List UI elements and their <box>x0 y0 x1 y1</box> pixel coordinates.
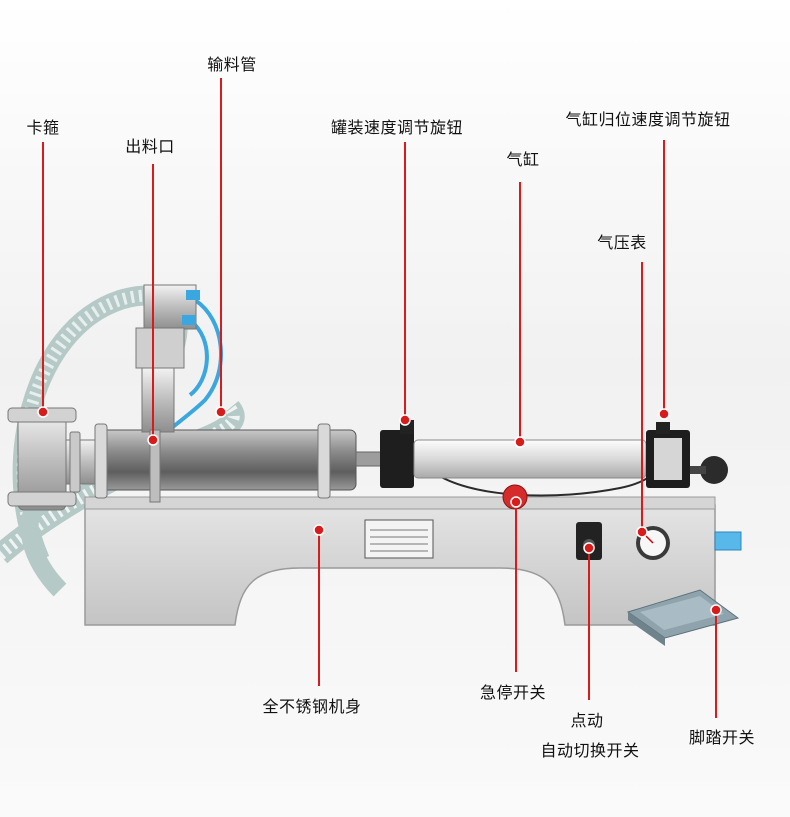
valve-column <box>135 284 200 503</box>
label-pressure-gauge: 气压表 <box>597 233 647 252</box>
air-inlet <box>714 531 742 551</box>
label-clamp: 卡箍 <box>26 118 60 137</box>
label-jog-line2: 自动切换开关 <box>540 741 640 760</box>
machine-body <box>84 496 742 626</box>
label-outlet: 出料口 <box>125 137 175 156</box>
leader-dots <box>37 406 722 616</box>
air-cylinder <box>380 420 728 510</box>
label-body: 全不锈钢机身 <box>262 697 362 716</box>
label-cylinder: 气缸 <box>506 150 540 169</box>
label-foot-switch: 脚踏开关 <box>688 728 756 747</box>
label-filling-speed-knob: 罐装速度调节旋钮 <box>330 118 464 137</box>
nameplate <box>364 519 434 559</box>
piston-barrel <box>94 423 387 499</box>
label-emergency-stop: 急停开关 <box>479 683 547 702</box>
foot-switch <box>626 589 740 646</box>
label-feed-pipe: 输料管 <box>207 55 257 74</box>
leader-lines <box>42 78 717 718</box>
label-cylinder-return-knob: 气缸归位速度调节旋钮 <box>565 110 731 129</box>
label-jog-line1: 点动 <box>570 711 604 730</box>
